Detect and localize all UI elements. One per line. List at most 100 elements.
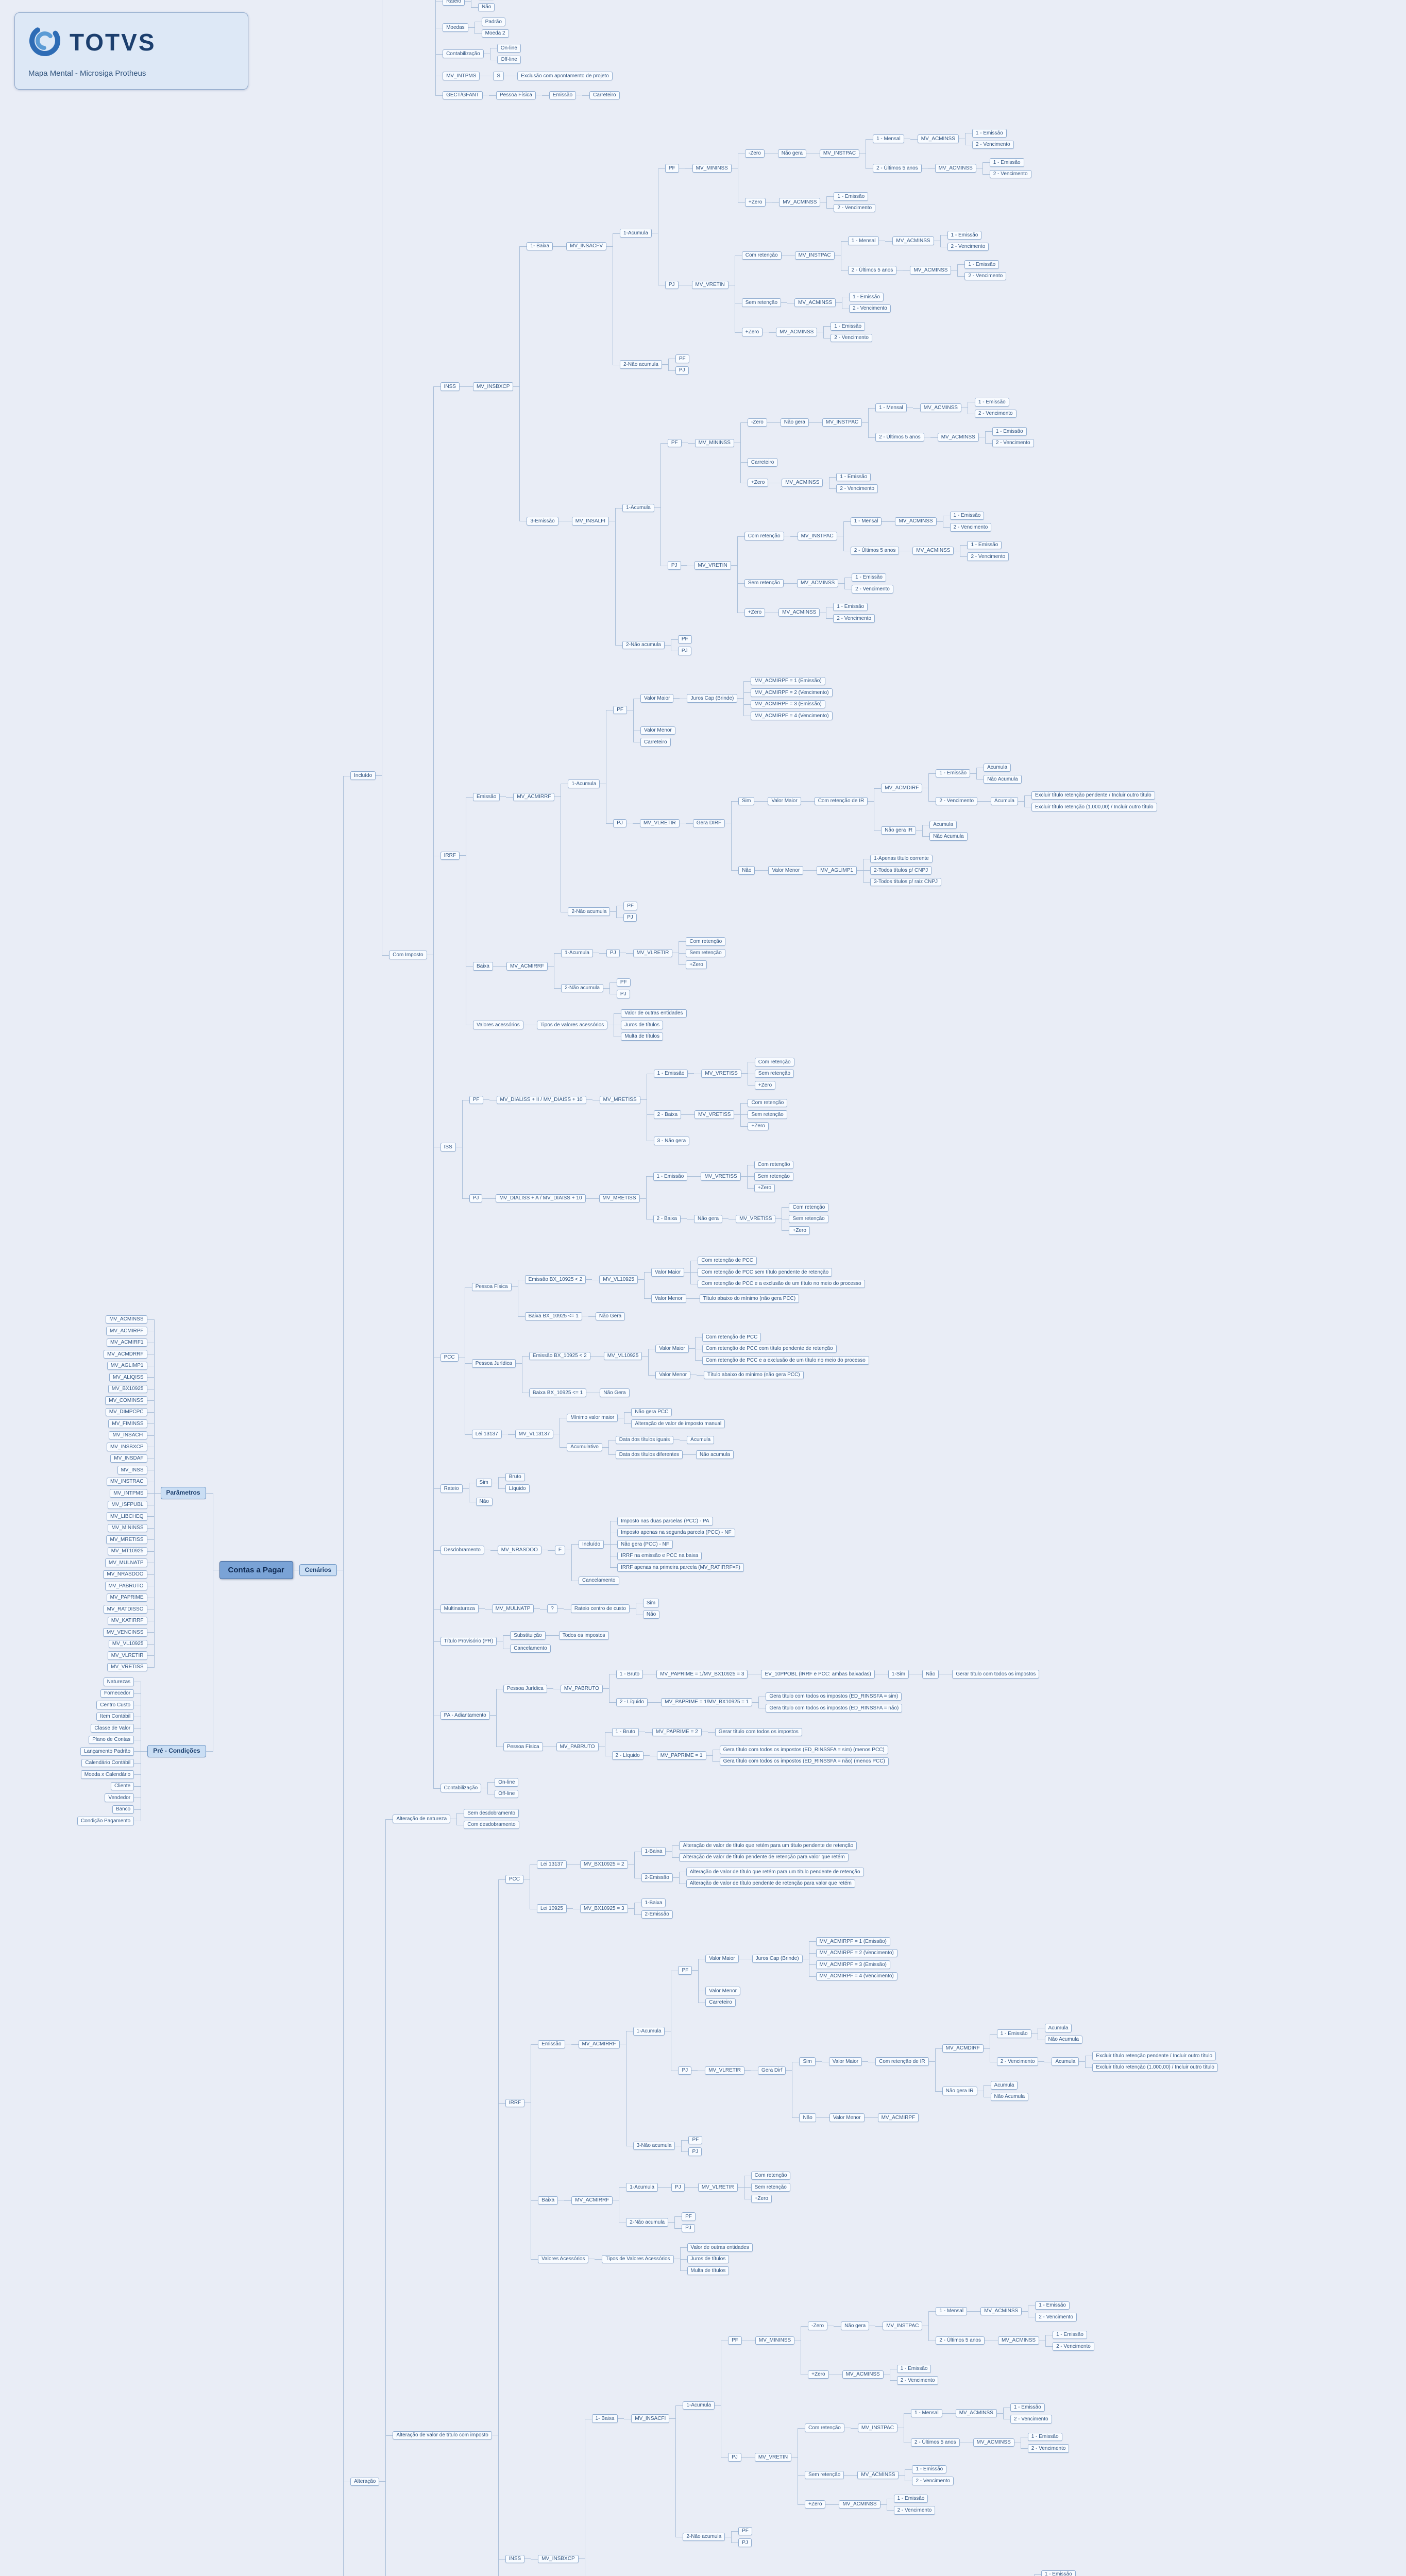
mindmap-node[interactable]: MV_ACMIRPF = 3 (Emissão) [751,700,825,708]
mindmap-node[interactable]: MV_INSTPAC [797,532,837,540]
mindmap-node[interactable]: MV_MULNATP [492,1604,534,1613]
mindmap-node[interactable]: Sem retenção [744,579,784,588]
mindmap-node[interactable]: Sim [642,1599,659,1607]
mindmap-node[interactable]: MV_MULNATP [105,1558,147,1567]
mindmap-node[interactable]: IRRF [440,851,460,860]
mindmap-node[interactable]: 2 - Vencimento [852,585,893,594]
mindmap-node[interactable]: MV_KATIRRF [107,1616,147,1625]
mindmap-node[interactable]: Não [799,2113,816,2122]
mindmap-node[interactable]: 2 - Vencimento [893,2506,936,2515]
mindmap-node[interactable]: Pessoa Física [496,91,536,99]
mindmap-node[interactable]: Off-line [495,1789,519,1798]
mindmap-node[interactable]: INSS [505,2554,525,2563]
mindmap-node[interactable]: PJ [738,2538,752,2547]
mindmap-node[interactable]: Classe de Valor [91,1724,134,1733]
mindmap-node[interactable]: MV_VRETIN [754,2453,792,2462]
mindmap-node[interactable]: Não gera [841,2321,870,2330]
root-node[interactable]: Contas a Pagar [219,1561,293,1579]
mindmap-node[interactable]: MV_ACMIRPF [877,2113,919,2122]
mindmap-node[interactable]: Com retenção [686,937,726,946]
mindmap-node[interactable]: 1 - Bruto [616,1670,643,1679]
mindmap-node[interactable]: Cancelamento [579,1576,619,1585]
mindmap-node[interactable]: Valor Maior [768,796,801,806]
mindmap-node[interactable]: Valor Maior [828,2057,862,2066]
mindmap-node[interactable]: MV_ACMIRPF = 1 (Emissão) [816,1937,890,1946]
mindmap-node[interactable]: Emissão [538,2040,565,2048]
mindmap-node[interactable]: Com retenção de PCC [698,1256,757,1265]
mindmap-node[interactable]: 2 - Vencimento [989,170,1031,178]
mindmap-node[interactable]: MV_VRETIN [691,280,729,290]
mindmap-node[interactable]: PCC [440,1353,459,1362]
mindmap-node[interactable]: Com Imposto [389,951,427,959]
mindmap-node[interactable]: Incluído [350,771,376,780]
mindmap-node[interactable]: 1 - Emissão [896,2364,931,2373]
mindmap-node[interactable]: 1 - Mensal [875,403,907,412]
mindmap-node[interactable]: Alteração de valor de título pendente de… [679,1853,849,1861]
mindmap-node[interactable]: 2 - Vencimento [972,140,1014,149]
mindmap-node[interactable]: MV_MRETISS [106,1535,147,1544]
mindmap-node[interactable]: Padrão [481,18,505,26]
mindmap-node[interactable]: MV_MININSS [694,438,734,447]
mindmap-node[interactable]: Líquido [505,1484,530,1493]
mindmap-node[interactable]: MV_INSACFI [109,1431,147,1439]
mindmap-node[interactable]: Não Gera [595,1312,625,1320]
mindmap-node[interactable]: IRRF na emissão e PCC na baixa [617,1551,702,1560]
mindmap-node[interactable]: PF [469,1095,483,1104]
mindmap-node[interactable]: PJ [613,819,626,827]
mindmap-node[interactable]: Cenários [299,1564,337,1577]
mindmap-node[interactable]: MV_ACMIRPF = 1 (Emissão) [751,676,825,685]
mindmap-node[interactable]: MV_ACMINSS [937,433,979,442]
mindmap-node[interactable]: MV_MININSS [692,164,732,173]
mindmap-node[interactable]: Com retenção [805,2424,844,2432]
mindmap-node[interactable]: 2 - Vencimento [849,304,891,313]
mindmap-node[interactable]: Com retenção de IR [814,796,868,806]
mindmap-node[interactable]: Não Acumula [984,775,1022,784]
mindmap-node[interactable]: Não acumula [696,1450,734,1459]
mindmap-node[interactable]: Carreteiro [640,738,671,747]
mindmap-node[interactable]: 1 - Emissão [912,2465,947,2473]
mindmap-node[interactable]: MV_PAPRIME = 1/MV_BX10925 = 3 [656,1670,748,1679]
mindmap-node[interactable]: S [493,72,504,80]
mindmap-node[interactable]: PF [675,354,689,363]
mindmap-node[interactable]: MV_INSBXCP [472,382,514,391]
mindmap-node[interactable]: Valor Menor [829,2113,865,2122]
mindmap-node[interactable]: MV_PAPRIME = 1/MV_BX10925 = 1 [661,1698,753,1707]
mindmap-node[interactable]: MV_ACMINSS [782,478,823,487]
mindmap-node[interactable]: 1-Acumula [561,948,593,957]
mindmap-node[interactable]: 2 - Últimos 5 anos [911,2438,960,2447]
mindmap-node[interactable]: 2 - Últimos 5 anos [875,433,924,442]
mindmap-node[interactable]: Não Acumula [990,2092,1029,2101]
mindmap-node[interactable]: PF [665,164,679,173]
mindmap-node[interactable]: Gera título com todos os impostos (ED_RI… [719,1745,888,1754]
mindmap-node[interactable]: 2 - Vencimento [950,523,992,532]
mindmap-node[interactable]: 2 - Vencimento [1010,2415,1052,2424]
mindmap-node[interactable]: Emissão BX_10925 < 2 [524,1275,586,1284]
mindmap-node[interactable]: Tipos de Valores Acessórios [602,2255,674,2263]
mindmap-node[interactable]: MV_MININSS [108,1523,147,1532]
mindmap-node[interactable]: MV_VRETISS [736,1214,776,1223]
mindmap-node[interactable]: PCC [505,1875,523,1884]
mindmap-node[interactable]: ISS [440,1143,456,1151]
mindmap-node[interactable]: Rateio [443,0,465,6]
mindmap-node[interactable]: 2 - Últimos 5 anos [873,164,922,173]
mindmap-node[interactable]: 1 - Emissão [831,322,866,331]
mindmap-node[interactable]: Multinatureza [440,1604,479,1613]
mindmap-node[interactable]: 1-Acumula [622,503,654,512]
mindmap-node[interactable]: MV_VRETISS [107,1663,147,1671]
mindmap-node[interactable]: MV_VL13137 [515,1430,554,1438]
mindmap-node[interactable]: Acumula [984,763,1011,772]
mindmap-node[interactable]: Pessoa Física [471,1282,512,1291]
mindmap-node[interactable]: MV_ACMINSS [935,164,976,173]
mindmap-node[interactable]: +Zero [744,608,766,617]
mindmap-node[interactable]: 1 - Emissão [964,260,1000,269]
mindmap-node[interactable]: Não [478,3,495,11]
mindmap-node[interactable]: 2 - Últimos 5 anos [936,2336,985,2345]
mindmap-node[interactable]: Sim [476,1478,492,1487]
mindmap-node[interactable]: Centro Custo [96,1701,134,1709]
mindmap-node[interactable]: 1 - Bruto [612,1727,639,1736]
mindmap-node[interactable]: Carreteiro [705,1998,736,2007]
mindmap-node[interactable]: Excluir título retenção pendente / Inclu… [1092,2052,1216,2060]
mindmap-node[interactable]: Valores acessórios [472,1021,523,1029]
mindmap-node[interactable]: Lei 13137 [536,1860,567,1869]
mindmap-node[interactable]: Tipos de valores acessórios [536,1021,608,1029]
